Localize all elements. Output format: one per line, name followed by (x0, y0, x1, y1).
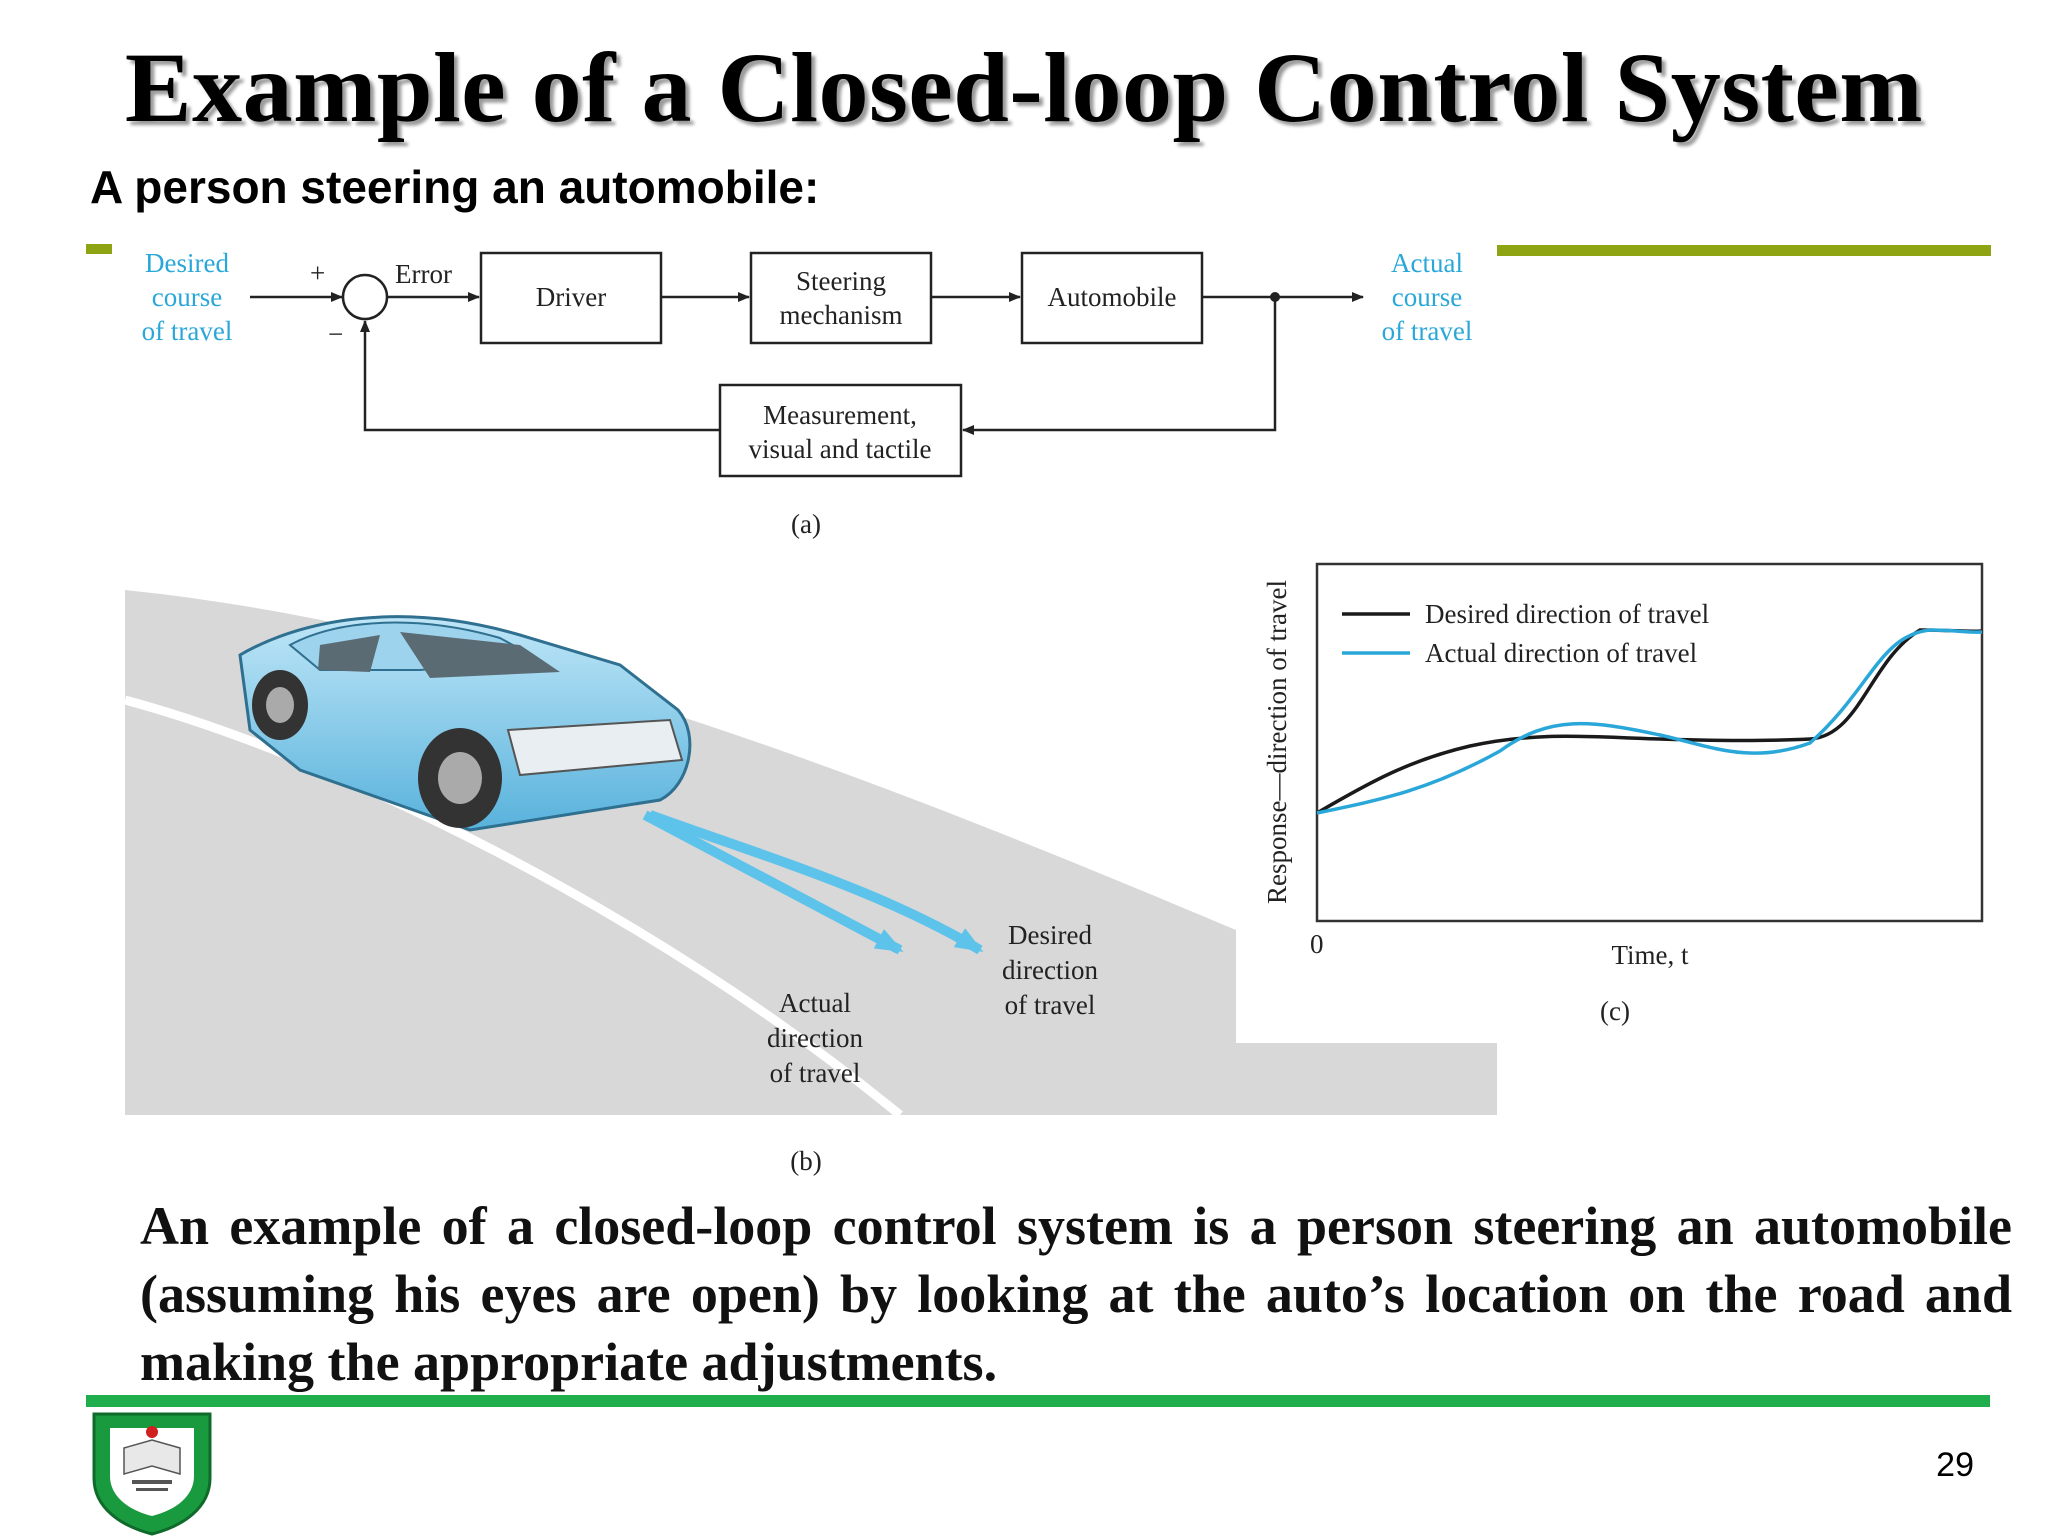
page-number: 29 (1936, 1446, 1974, 1484)
actual-direction-arrow (642, 810, 904, 955)
output-label-line3: of travel (1382, 316, 1473, 346)
driver-block (479, 251, 663, 345)
actual-direction-line2: direction (767, 1023, 863, 1053)
steering-label-line1: Steering (796, 266, 886, 296)
slide-title: Example of a Closed-loop Control System (124, 32, 1924, 143)
plot-origin-label: 0 (1310, 929, 1324, 959)
automobile-label: Automobile (1048, 282, 1177, 312)
feedback-line-left (360, 320, 720, 432)
desired-direction-line1: Desired (1008, 920, 1092, 950)
input-label-line3: of travel (142, 316, 233, 346)
minus-sign: − (328, 319, 343, 349)
measurement-label-line2: visual and tactile (749, 434, 932, 464)
explanation-paragraph: An example of a closed-loop control syst… (140, 1196, 2012, 1392)
road-illustration: Desired direction of travel Actual direc… (123, 590, 1497, 1176)
measurement-label-line1: Measurement, (763, 400, 917, 430)
caption-a: (a) (791, 509, 821, 539)
output-label-line1: Actual (1391, 248, 1463, 278)
desired-direction-arrow (648, 810, 984, 955)
error-label: Error (395, 259, 452, 289)
desired-direction-line3: of travel (1005, 990, 1096, 1020)
desired-direction-line2: direction (1002, 955, 1098, 985)
legend-desired-label: Desired direction of travel (1425, 599, 1709, 629)
plus-sign: + (310, 258, 325, 288)
car (238, 615, 692, 832)
plot-ylabel: Response—direction of travel (1262, 580, 1292, 904)
actual-direction-line1: Actual (779, 988, 851, 1018)
block-diagram: Desired course of travel + − Error Drive… (142, 248, 1473, 539)
caption-c: (c) (1600, 996, 1630, 1026)
input-label-line2: course (152, 282, 222, 312)
input-label-line1: Desired (145, 248, 229, 278)
output-label-line2: course (1392, 282, 1462, 312)
slide-subtitle: A person steering an automobile: (90, 161, 820, 213)
university-logo (92, 1412, 212, 1536)
legend-actual-label: Actual direction of travel (1425, 638, 1697, 668)
driver-label: Driver (536, 282, 606, 312)
caption-b: (b) (790, 1146, 821, 1176)
plot-frame (1315, 562, 1984, 923)
lane-line (123, 695, 903, 1119)
summing-junction (341, 273, 389, 321)
actual-direction-curve (1316, 628, 1983, 815)
steering-label-line2: mechanism (780, 300, 903, 330)
actual-direction-line3: of travel (770, 1058, 861, 1088)
response-plot: Response—direction of travel 0 Time, t (… (1262, 562, 1984, 1026)
top-accent-rule (1497, 245, 1991, 256)
bottom-accent-rule (86, 1395, 1990, 1407)
feedback-line-right (962, 297, 1277, 435)
bullet-marker (86, 244, 112, 254)
plot-xlabel: Time, t (1611, 940, 1689, 970)
